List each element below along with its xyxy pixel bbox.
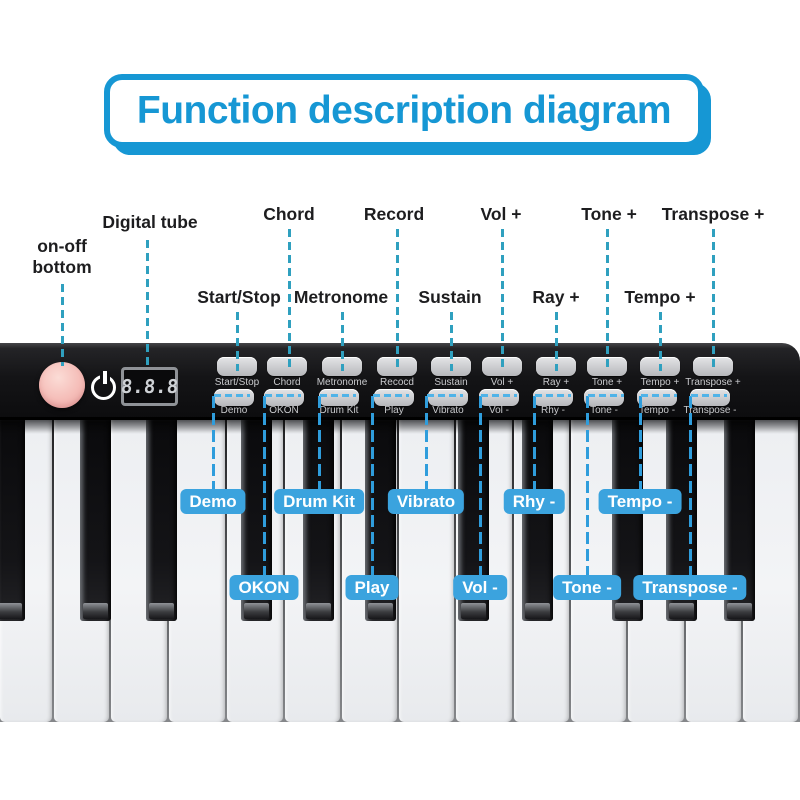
panel-button-play	[374, 389, 414, 406]
key-label-badge-play: Play	[345, 575, 399, 600]
panel-label-play: Play	[384, 405, 404, 416]
panel-button-okon	[264, 389, 304, 406]
panel-label-tempo: Tempo +	[640, 377, 680, 388]
connector-hdash-tone	[588, 394, 624, 397]
key-label-badge-rhy: Rhy -	[503, 489, 565, 514]
connector-hdash-play	[373, 394, 409, 397]
connector-line-rhy	[533, 396, 536, 489]
connector-hdash-tempo	[641, 394, 677, 397]
callout-label-digital-tube: Digital tube	[102, 212, 198, 232]
panel-label-vol: Vol -	[488, 405, 510, 416]
black-key	[0, 420, 25, 621]
callout-label-ray: Ray +	[532, 287, 580, 307]
callout-label-record: Record	[363, 204, 425, 224]
callout-line-metronome	[341, 312, 344, 371]
panel-label-metronome: Metronome	[316, 377, 368, 388]
power-icon	[90, 371, 118, 400]
panel-label-ray: Ray +	[542, 377, 570, 388]
panel-label-start-stop: Start/Stop	[214, 377, 260, 388]
black-key	[80, 420, 111, 621]
key-label-badge-vol: Vol -	[453, 575, 507, 600]
connector-line-play	[371, 396, 374, 575]
callout-line-tempo	[659, 312, 662, 371]
callout-line-ray	[555, 312, 558, 371]
panel-button-drum-kit	[319, 389, 359, 406]
key-label-badge-okon: OKON	[229, 575, 299, 600]
connector-line-vol	[479, 396, 482, 575]
black-key	[522, 420, 553, 621]
panel-button-vibrato	[428, 389, 468, 406]
connector-line-okon	[263, 396, 266, 575]
callout-line-chord	[288, 229, 291, 371]
key-label-badge-transpose: Transpose -	[633, 575, 747, 600]
key-label-badge-tone: Tone -	[553, 575, 621, 600]
title-box: Function description diagram	[104, 74, 704, 148]
callout-line-digital-tube	[146, 240, 149, 366]
connector-hdash-vibrato	[427, 394, 463, 397]
callout-label-transpose: Transpose +	[661, 204, 765, 224]
callout-label-start-stop: Start/Stop	[197, 287, 281, 307]
key-label-badge-vibrato: Vibrato	[387, 489, 465, 514]
connector-hdash-okon	[265, 394, 301, 397]
callout-line-record	[396, 229, 399, 371]
panel-label-recocd: Recocd	[380, 377, 414, 388]
callout-line-on-off-bottom	[61, 284, 64, 366]
panel-label-drum-kit: Drum Kit	[319, 405, 359, 416]
panel-label-vibrato: Vibrato	[432, 405, 464, 416]
panel-label-tone: Tone -	[590, 405, 618, 416]
power-button	[39, 362, 85, 408]
panel-label-transpose: Transpose +	[685, 377, 741, 388]
panel-label-rhy: Rhy -	[541, 405, 565, 416]
connector-hdash-drum-kit	[320, 394, 356, 397]
callout-label-metronome: Metronome	[293, 287, 389, 307]
panel-label-transpose: Transpose -	[683, 405, 737, 416]
connector-hdash-rhy	[535, 394, 571, 397]
white-key	[169, 420, 225, 722]
connector-line-drum-kit	[318, 396, 321, 489]
piano-keybed	[0, 420, 800, 722]
callout-label-tone: Tone +	[581, 204, 637, 224]
connector-line-demo	[212, 396, 215, 489]
digital-tube-display: 8.8.8	[119, 367, 180, 406]
panel-button-chord	[267, 357, 307, 376]
callout-line-start-stop	[236, 312, 239, 371]
display-value: 8.8.8	[119, 375, 180, 398]
key-label-badge-drum-kit: Drum Kit	[274, 489, 364, 514]
key-label-badge-tempo: Tempo -	[598, 489, 682, 514]
callout-line-sustain	[450, 312, 453, 371]
callout-label-sustain: Sustain	[418, 287, 482, 307]
panel-label-tone: Tone +	[591, 377, 623, 388]
black-key	[146, 420, 177, 621]
panel-button-tempo	[637, 389, 677, 406]
callout-line-tone	[606, 229, 609, 371]
panel-button-rhy	[533, 389, 573, 406]
connector-hdash-vol	[481, 394, 517, 397]
panel-button-transpose	[690, 389, 730, 406]
callout-label-chord: Chord	[263, 204, 315, 224]
page-title: Function description diagram	[136, 89, 672, 132]
panel-label-okon: OKON	[269, 405, 299, 416]
callout-line-transpose	[712, 229, 715, 371]
callout-label-tempo: Tempo +	[624, 287, 696, 307]
panel-button-demo	[214, 389, 254, 406]
callout-label-vol: Vol +	[480, 204, 522, 224]
connector-hdash-transpose	[691, 394, 727, 397]
connector-hdash-demo	[214, 394, 250, 397]
panel-label-tempo: Tempo -	[638, 405, 676, 416]
panel-label-demo: Demo	[220, 405, 248, 416]
callout-label-on-off-bottom: on-off bottom	[32, 236, 92, 277]
panel-label-sustain: Sustain	[434, 377, 468, 388]
connector-line-vibrato	[425, 396, 428, 489]
panel-button-tone	[584, 389, 624, 406]
connector-line-transpose	[689, 396, 692, 575]
key-label-badge-demo: Demo	[180, 489, 246, 514]
connector-line-tempo	[639, 396, 642, 489]
panel-label-vol: Vol +	[490, 377, 514, 388]
connector-line-tone	[586, 396, 589, 575]
callout-line-vol	[501, 229, 504, 371]
panel-label-chord: Chord	[273, 377, 301, 388]
panel-button-vol	[479, 389, 519, 406]
